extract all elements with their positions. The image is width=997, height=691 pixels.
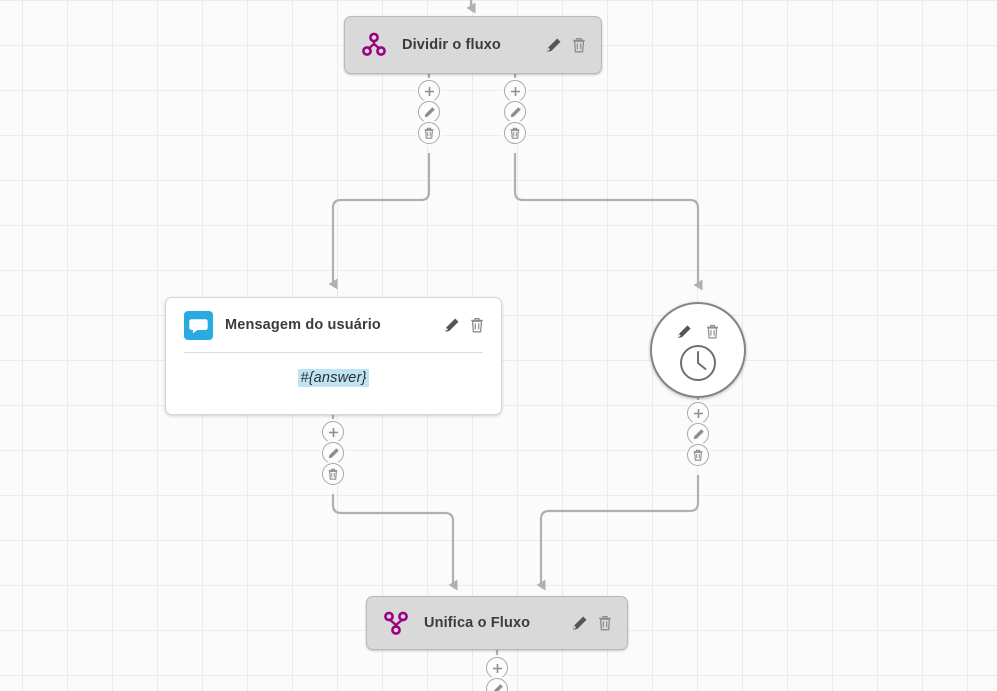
edit-icon[interactable] xyxy=(676,324,692,340)
connector-controls-timer[interactable] xyxy=(687,402,709,466)
variable-chip: #{answer} xyxy=(298,369,369,387)
add-icon[interactable] xyxy=(504,80,526,102)
edit-icon[interactable] xyxy=(418,101,440,123)
edit-icon[interactable] xyxy=(322,442,344,464)
edit-icon[interactable] xyxy=(545,37,562,54)
node-title: Dividir o fluxo xyxy=(402,37,501,53)
add-icon[interactable] xyxy=(687,402,709,424)
node-actions xyxy=(545,37,587,54)
delete-icon[interactable] xyxy=(687,444,709,466)
add-icon[interactable] xyxy=(322,421,344,443)
connector-controls-user-message[interactable] xyxy=(322,421,344,485)
edge-split-left-to-message xyxy=(328,153,431,290)
connector-controls-split-right[interactable] xyxy=(504,80,526,144)
clock-icon xyxy=(678,343,718,383)
connector-controls-merge[interactable] xyxy=(486,657,508,691)
node-title: Unifica o Fluxo xyxy=(424,615,531,631)
delete-icon[interactable] xyxy=(469,317,485,334)
node-split-flow[interactable]: Dividir o fluxo xyxy=(344,16,602,74)
delete-icon[interactable] xyxy=(504,122,526,144)
node-title: Mensagem do usuário xyxy=(225,317,381,333)
merge-flow-icon xyxy=(383,610,409,636)
add-icon[interactable] xyxy=(486,657,508,679)
node-timer[interactable] xyxy=(650,302,746,398)
node-actions xyxy=(676,324,720,340)
edit-icon[interactable] xyxy=(504,101,526,123)
delete-icon[interactable] xyxy=(418,122,440,144)
node-actions xyxy=(443,317,485,334)
chat-bubble-icon xyxy=(184,310,213,340)
delete-icon[interactable] xyxy=(322,463,344,485)
message-body: #{answer} xyxy=(184,352,483,401)
connector-controls-split-left[interactable] xyxy=(418,80,440,144)
split-flow-icon xyxy=(361,32,387,58)
edge-timer-to-merge xyxy=(536,475,700,591)
delete-icon[interactable] xyxy=(571,37,587,54)
node-actions xyxy=(571,615,613,632)
edit-icon[interactable] xyxy=(571,615,588,632)
node-user-message[interactable]: Mensagem do usuário #{ans xyxy=(165,297,502,415)
edit-icon[interactable] xyxy=(443,317,460,334)
edit-icon[interactable] xyxy=(486,678,508,691)
delete-icon[interactable] xyxy=(705,324,720,340)
edge-message-to-merge xyxy=(331,494,458,591)
delete-icon[interactable] xyxy=(597,615,613,632)
node-merge-flow[interactable]: Unifica o Fluxo xyxy=(366,596,628,650)
edge-split-right-to-timer xyxy=(513,153,703,291)
edit-icon[interactable] xyxy=(687,423,709,445)
add-icon[interactable] xyxy=(418,80,440,102)
